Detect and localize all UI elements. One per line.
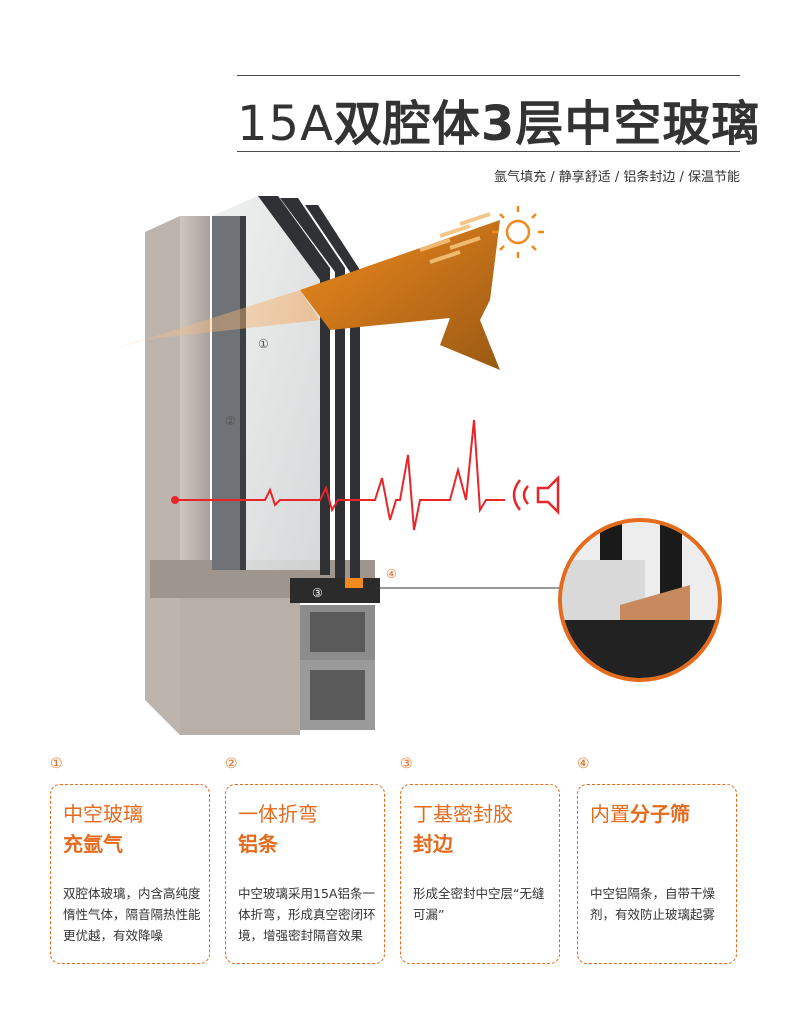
feature-desc-3: 形成全密封中空层“无缝可漏” [413,886,545,922]
marker-1: ① [258,337,269,351]
feature-card-molecular-sieve: 内置分子筛 中空铝隔条，自带干燥剂，有效防止玻璃起雾 [577,784,737,964]
feature-title-2: 一体折弯 [238,802,318,826]
feature-number-2: ② [225,756,238,772]
feature-subtitle-2: 铝条 [238,832,278,856]
feature-card-butyl-sealant: 丁基密封胶 封边 形成全密封中空层“无缝可漏” [400,784,560,964]
glass-panes [212,196,360,580]
marker-4: ④ [386,567,397,581]
feature-card-bent-aluminum-strip: 一体折弯 铝条 中空玻璃采用15A铝条一体折弯，形成真空密闭环境，增强密封隔音效… [225,784,385,964]
feature-subtitle-3: 封边 [413,832,453,856]
window-frame [145,216,375,735]
feature-title-3: 丁基密封胶 [413,802,513,826]
feature-title-4: 内置分子筛 [590,802,690,826]
speaker-icon [512,474,560,516]
page-subtitle: 氩气填充 / 静享舒适 / 铝条封边 / 保温节能 [494,170,740,185]
title-rule-bottom [237,151,740,152]
sun-icon [492,206,544,258]
feature-number-3: ③ [400,756,413,772]
aluminum-profile-section [290,578,380,730]
sound-wave-line [175,419,505,531]
feature-number-1: ① [50,756,63,772]
feature-desc-4: 中空铝隔条，自带干燥剂，有效防止玻璃起雾 [590,886,716,922]
feature-desc-1: 双腔体玻璃，内含高纯度惰性气体，隔音隔热性能更优越，有效降噪 [63,886,201,943]
molecular-sieve-zoom [558,518,722,682]
page-title: 15A双腔体3层中空玻璃 [237,96,761,152]
feature-desc-2: 中空玻璃采用15A铝条一体折弯，形成真空密闭环境，增强密封隔音效果 [238,886,376,943]
incoming-sunlight-beam [300,220,500,370]
feature-title-1: 中空玻璃 [63,802,143,826]
reflected-light-beam [112,290,320,350]
title-rule-top [237,75,740,76]
marker-2: ② [225,414,236,428]
sun-arrow-cluster [419,212,491,264]
feature-card-argon-glass: 中空玻璃 充氩气 双腔体玻璃，内含高纯度惰性气体，隔音隔热性能更优越，有效降噪 [50,784,210,964]
feature-subtitle-1: 充氩气 [63,832,123,856]
window-cross-section-illustration: ① ② ③ ④ [112,196,722,735]
marker-3: ③ [312,586,323,600]
feature-number-4: ④ [577,756,590,772]
